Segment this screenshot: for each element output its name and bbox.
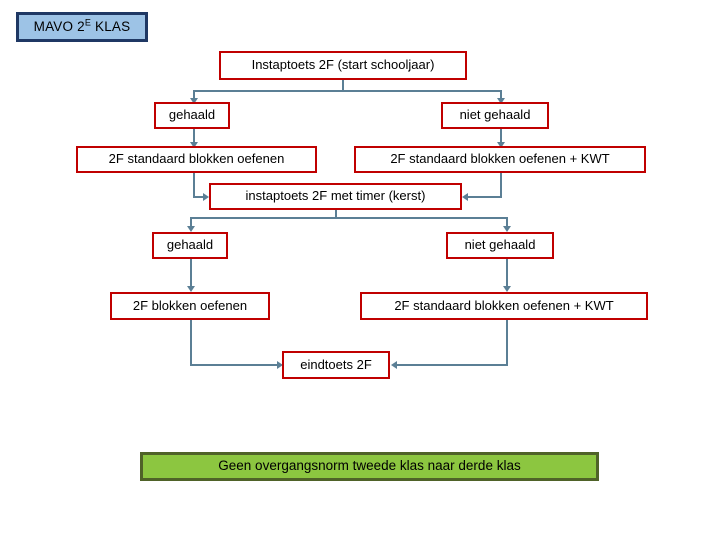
arrowhead-gehaald1-to-blokken1: [190, 142, 198, 148]
connector-start-to-nietgehaald1: [500, 90, 502, 99]
arrowhead-kwt1-to-timer: [462, 193, 468, 201]
connector-nietgehaald1-to-kwt1: [500, 129, 502, 143]
node-niet-gehaald-2: niet gehaald: [446, 232, 554, 259]
connector-kwt1-down: [500, 173, 502, 198]
arrowhead-timer-to-nietgehaald2: [503, 226, 511, 232]
connector-timer-bus: [190, 217, 508, 219]
node-gehaald-2: gehaald: [152, 232, 228, 259]
connector-blokken2-down: [190, 320, 192, 365]
connector-start-bus: [193, 90, 502, 92]
connector-start-stem: [342, 80, 344, 91]
class-badge: MAVO 2E KLAS: [16, 12, 148, 42]
class-badge-label: MAVO 2E KLAS: [33, 17, 131, 35]
connector-gehaald2-to-blokken2: [190, 259, 192, 287]
arrowhead-blokken1-to-timer: [203, 193, 209, 201]
connector-nietgehaald2-to-kwt2: [506, 259, 508, 287]
arrowhead-blokken2-to-eindtoets: [277, 361, 283, 369]
node-blokken-oefenen-kwt-1: 2F standaard blokken oefenen + KWT: [354, 146, 646, 173]
connector-timer-to-gehaald2: [190, 217, 192, 227]
node-niet-gehaald-1: niet gehaald: [441, 102, 549, 129]
class-badge-superscript: E: [84, 17, 92, 28]
connector-start-to-gehaald1: [193, 90, 195, 99]
node-instaptoets-start: Instaptoets 2F (start schooljaar): [219, 51, 467, 80]
connector-kwt2-down: [506, 320, 508, 365]
arrowhead-gehaald2-to-blokken2: [187, 286, 195, 292]
connector-gehaald1-to-blokken1: [193, 129, 195, 143]
connector-blokken1-down: [193, 173, 195, 198]
connector-kwt2-left: [397, 364, 508, 366]
connector-blokken1-right: [193, 196, 204, 198]
connector-timer-to-nietgehaald2: [506, 217, 508, 227]
arrowhead-nietgehaald1-to-kwt1: [497, 142, 505, 148]
node-blokken-oefenen-kwt-2: 2F standaard blokken oefenen + KWT: [360, 292, 648, 320]
node-blokken-oefenen-2: 2F blokken oefenen: [110, 292, 270, 320]
footer-note-box: Geen overgangsnorm tweede klas naar derd…: [140, 452, 599, 481]
arrowhead-start-to-nietgehaald1: [497, 98, 505, 104]
arrowhead-kwt2-to-eindtoets: [391, 361, 397, 369]
arrowhead-timer-to-gehaald2: [187, 226, 195, 232]
node-instaptoets-timer: instaptoets 2F met timer (kerst): [209, 183, 462, 210]
arrowhead-nietgehaald2-to-kwt2: [503, 286, 511, 292]
node-gehaald-1: gehaald: [154, 102, 230, 129]
node-blokken-oefenen-1: 2F standaard blokken oefenen: [76, 146, 317, 173]
connector-timer-stem: [335, 210, 337, 218]
connector-blokken2-right: [190, 364, 278, 366]
node-eindtoets: eindtoets 2F: [282, 351, 390, 379]
arrowhead-start-to-gehaald1: [190, 98, 198, 104]
connector-kwt1-left: [468, 196, 502, 198]
